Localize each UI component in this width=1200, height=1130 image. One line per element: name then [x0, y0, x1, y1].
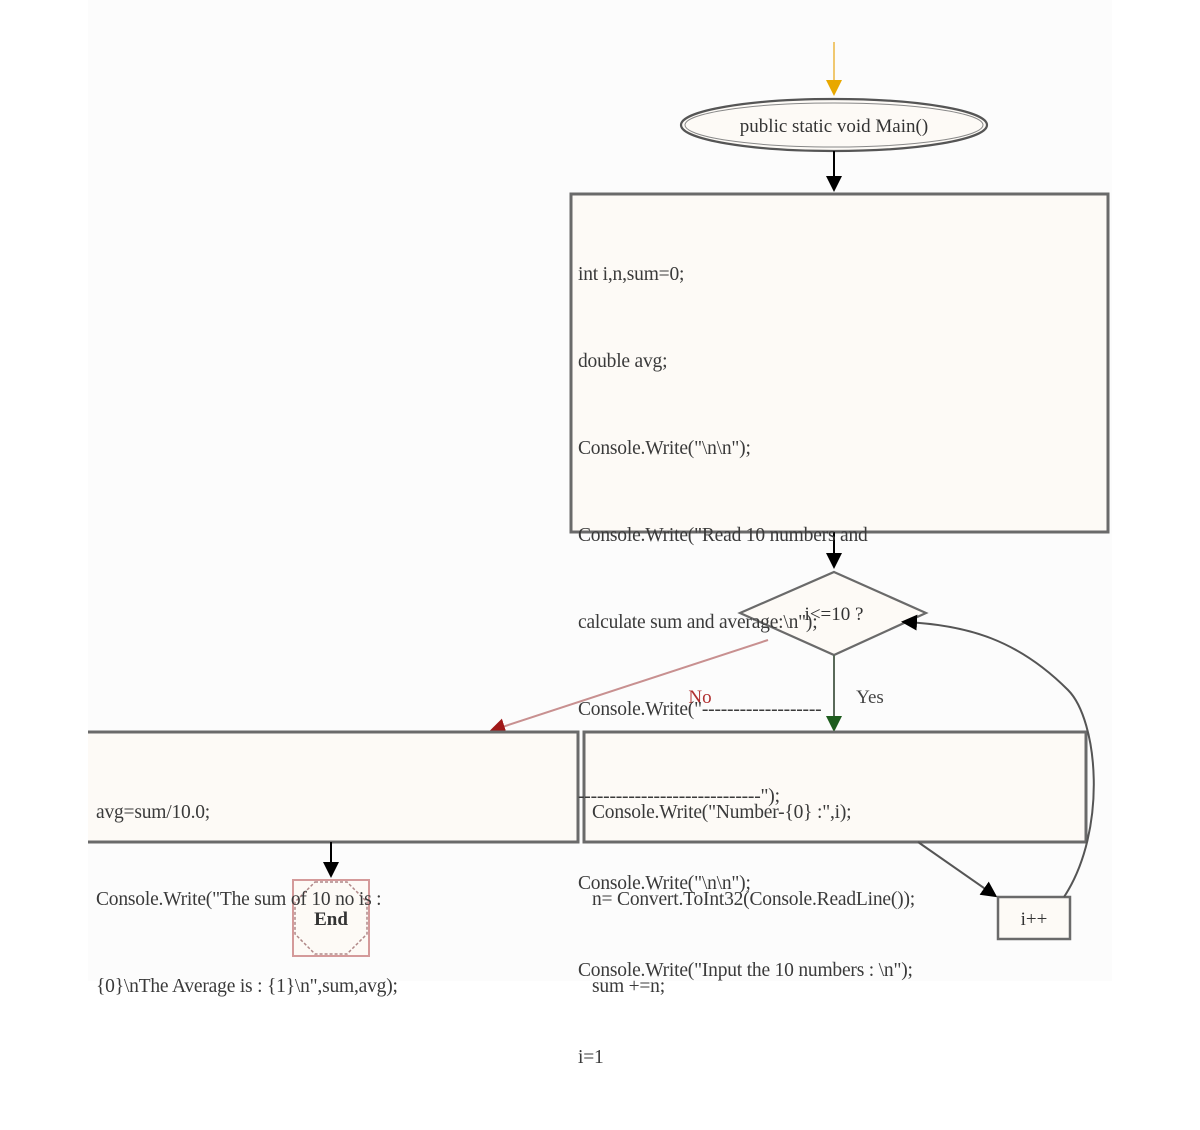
init-line: calculate sum and average:\n");: [578, 612, 818, 633]
increment-label: i++: [1021, 909, 1048, 930]
edge-no: [489, 639, 769, 734]
edge-body-to-increment: [917, 841, 998, 898]
node-start[interactable]: public static void Main(): [679, 97, 989, 153]
node-loop-body-box[interactable]: [582, 730, 1088, 844]
result-code: avg=sum/10.0; Console.Write("The sum of …: [96, 740, 398, 1059]
condition-label: i<=10 ?: [805, 604, 864, 625]
loop-body-line: Console.Write("Number-{0} :",i);: [592, 802, 852, 823]
node-increment[interactable]: i++: [996, 895, 1072, 941]
result-line: Console.Write("The sum of 10 no is :: [96, 889, 382, 910]
init-line: int i,n,sum=0;: [578, 264, 685, 285]
init-line: Console.Write("Read 10 numbers and: [578, 525, 868, 546]
flowchart-svg: public static void Main() i<=10 ? No Yes…: [88, 42, 1110, 957]
loop-body-line: sum +=n;: [592, 976, 665, 997]
loop-body-code: Console.Write("Number-{0} :",i); n= Conv…: [592, 740, 915, 1059]
edge-no-label: No: [688, 687, 711, 708]
init-line: Console.Write("Input the 10 numbers : \n…: [578, 960, 913, 981]
init-line: -----------------------------");: [578, 786, 780, 807]
loop-body-line: n= Convert.ToInt32(Console.ReadLine());: [592, 889, 915, 910]
node-end[interactable]: End: [292, 879, 370, 957]
result-line: {0}\nThe Average is : {1}\n",sum,avg);: [96, 976, 398, 997]
init-line: Console.Write("\n\n");: [578, 873, 751, 894]
end-label: End: [314, 909, 348, 930]
init-line: double avg;: [578, 351, 668, 372]
flowchart-canvas: public static void Main() i<=10 ? No Yes…: [88, 0, 1112, 1068]
node-init-box[interactable]: [569, 192, 1110, 534]
init-line: Console.Write("-------------------: [578, 699, 822, 720]
init-line: Console.Write("\n\n");: [578, 438, 751, 459]
edge-yes-label: Yes: [856, 687, 884, 708]
start-label: public static void Main(): [740, 116, 928, 137]
result-line: avg=sum/10.0;: [96, 802, 211, 823]
edge-increment-to-condition: [901, 614, 1095, 898]
